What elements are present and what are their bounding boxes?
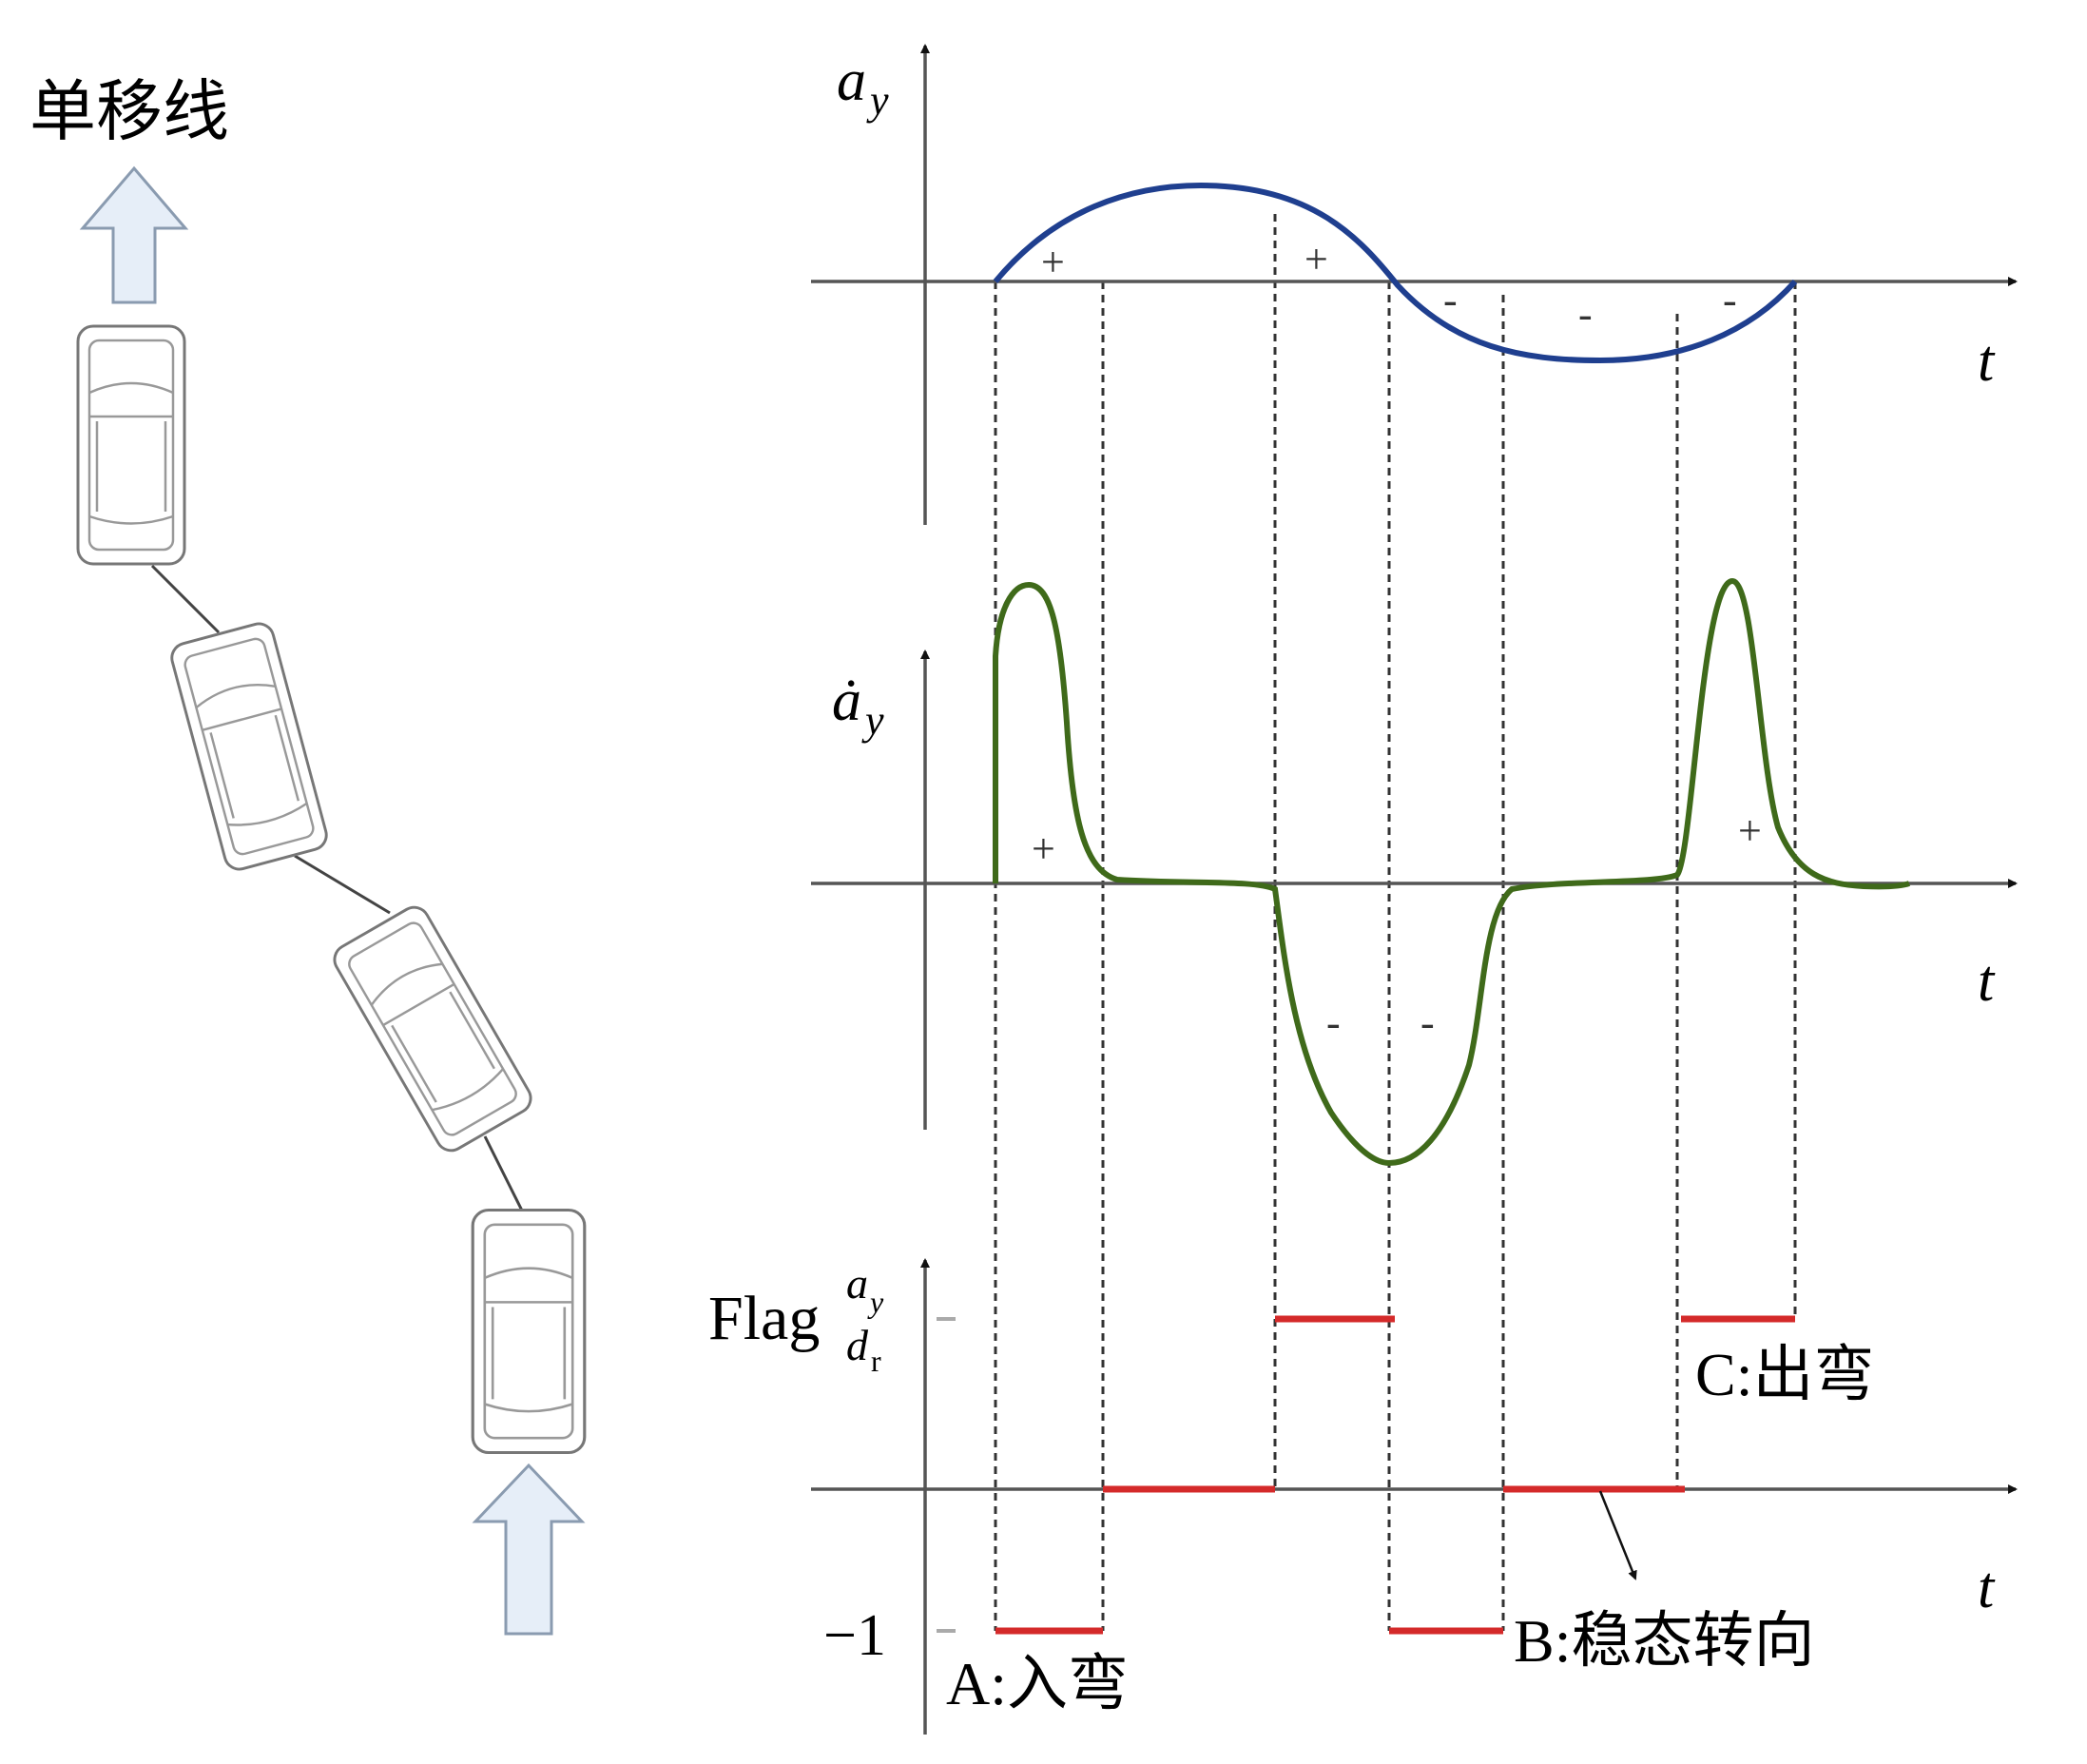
path-lines bbox=[150, 564, 525, 1213]
plot-lateral-accel: a y t + + - - - bbox=[811, 44, 2018, 525]
label-b-steady-steer: B:稳态转向 bbox=[1514, 1607, 1814, 1675]
plot-lateral-jerk: ȧ y t + + - - bbox=[811, 577, 2018, 1167]
car-2 bbox=[166, 619, 332, 874]
left-panel: 单移线 bbox=[29, 76, 587, 1636]
jerk-ylabel: ȧ bbox=[832, 669, 861, 733]
accel-ylabel-sub: y bbox=[866, 77, 889, 124]
phase-guides bbox=[994, 214, 1797, 1631]
sign: - bbox=[1420, 999, 1435, 1046]
flag-xlabel: t bbox=[1978, 1556, 1996, 1620]
flag-sup: a bbox=[846, 1259, 868, 1308]
sign: - bbox=[1443, 277, 1458, 323]
sign: + bbox=[1041, 239, 1065, 285]
jerk-xlabel: t bbox=[1978, 949, 1996, 1014]
accel-signs: + + - - - bbox=[1041, 236, 1737, 338]
flag-segments bbox=[995, 1315, 1795, 1635]
sign: + bbox=[1738, 807, 1762, 854]
accel-ylabel: a bbox=[837, 48, 866, 113]
jerk-curve bbox=[993, 577, 1911, 1167]
sign: - bbox=[1326, 999, 1341, 1046]
direction-arrow-top-icon bbox=[79, 165, 189, 304]
sign: - bbox=[1578, 291, 1593, 338]
tick-label-minus-one: −1 bbox=[823, 1603, 886, 1668]
flag-ylabel: Flag bbox=[708, 1284, 820, 1353]
jerk-signs: + + - - bbox=[1032, 807, 1762, 1046]
maneuver-title: 单移线 bbox=[29, 76, 229, 149]
sign: + bbox=[1032, 825, 1055, 872]
flag-sub-sub: r bbox=[871, 1344, 881, 1378]
car-3 bbox=[327, 901, 538, 1157]
sign: + bbox=[1304, 236, 1328, 282]
plot-flag: Flag a y d r −1 t bbox=[708, 1258, 2018, 1735]
direction-arrow-bottom-icon bbox=[472, 1463, 586, 1636]
flag-sup-sub: y bbox=[867, 1285, 884, 1319]
car-4 bbox=[471, 1208, 587, 1455]
annotation-arrow bbox=[1598, 1490, 1637, 1580]
flag-sub: d bbox=[846, 1321, 869, 1369]
accel-curve bbox=[993, 182, 1798, 364]
label-c-turn-out: C:出弯 bbox=[1695, 1341, 1874, 1408]
accel-xlabel: t bbox=[1978, 329, 1996, 394]
sign: - bbox=[1723, 277, 1737, 323]
car-1 bbox=[76, 324, 186, 566]
jerk-ylabel-sub: y bbox=[861, 697, 884, 744]
label-a-turn-in: A:入弯 bbox=[946, 1650, 1129, 1717]
